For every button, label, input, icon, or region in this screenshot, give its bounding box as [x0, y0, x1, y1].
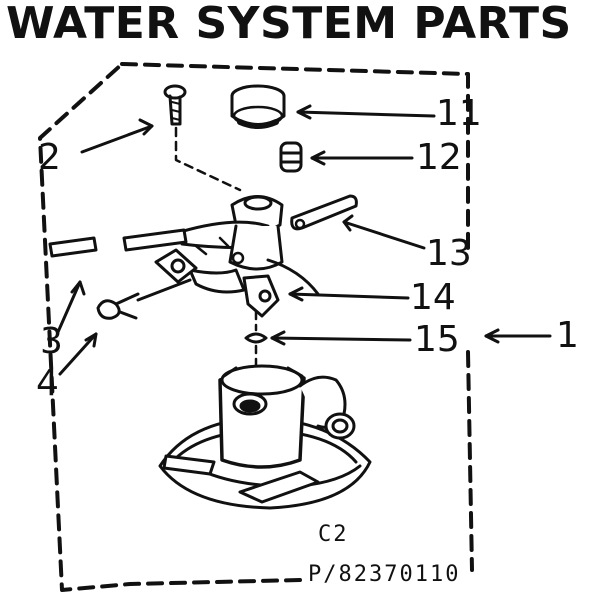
- callout-2: 2: [38, 137, 61, 178]
- pump-housing: [158, 364, 372, 510]
- diagram-title: WATER SYSTEM PARTS: [6, 0, 572, 49]
- part-11-cap: [230, 84, 286, 129]
- part-number: P/82370110: [308, 562, 461, 587]
- callout-14: 14: [410, 277, 456, 318]
- part-2-screw: [163, 84, 242, 192]
- assembly-boundary: [38, 62, 474, 592]
- leader-lines: [56, 104, 552, 376]
- part-4-clip: [96, 292, 140, 320]
- part-12-plug: [279, 141, 303, 173]
- section-code: C2: [318, 522, 349, 547]
- water-spider-hub: [154, 195, 320, 318]
- callout-12: 12: [416, 137, 462, 178]
- part-13-bracket: [290, 194, 358, 231]
- part-15-washer: [244, 310, 268, 378]
- callout-1: 1: [556, 315, 579, 356]
- callout-11: 11: [436, 93, 482, 134]
- callout-15: 15: [414, 319, 460, 360]
- callout-3: 3: [40, 321, 63, 362]
- callout-4: 4: [36, 363, 59, 404]
- callout-13: 13: [426, 233, 472, 274]
- part-3-strip: [48, 228, 188, 258]
